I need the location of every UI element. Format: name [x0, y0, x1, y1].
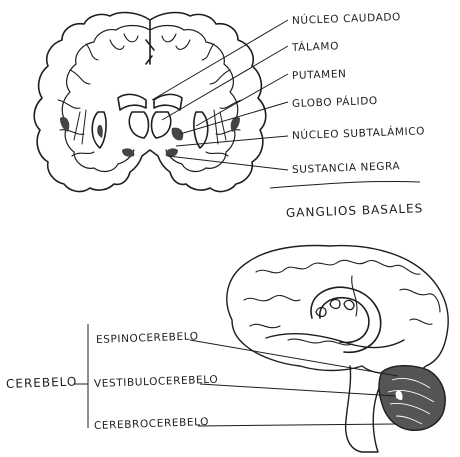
label-cerebelo: CEREBELO [6, 376, 78, 390]
thalamus-shape [129, 112, 170, 138]
bracket-underline [270, 181, 420, 188]
substantia-nigra-shade-right [166, 148, 178, 156]
cerebellum-shape [379, 366, 445, 431]
inner-nuclei [316, 300, 354, 317]
lateral-sulcus [266, 334, 404, 348]
left-ventricle-shade [97, 125, 103, 138]
lateral-ventricles [118, 94, 182, 110]
coronal-brain-section [34, 13, 266, 192]
leader-putamen [196, 74, 288, 126]
longitudinal-fissure [146, 20, 154, 64]
leader-vestibulo [200, 384, 396, 396]
label-talamo: TÁLAMO [292, 40, 339, 54]
lateral-brain-outline [227, 246, 448, 374]
leader-nigra [168, 156, 288, 170]
label-putamen: PUTAMEN [292, 68, 347, 82]
substantia-nigra-shade-left [122, 148, 134, 156]
right-lentiform [194, 112, 208, 148]
cerebellum-drawing [379, 366, 445, 431]
lateral-gyri [244, 260, 440, 345]
leader-caudate [152, 20, 288, 100]
leader-cerebro [198, 424, 396, 426]
leader-espino [190, 340, 398, 376]
